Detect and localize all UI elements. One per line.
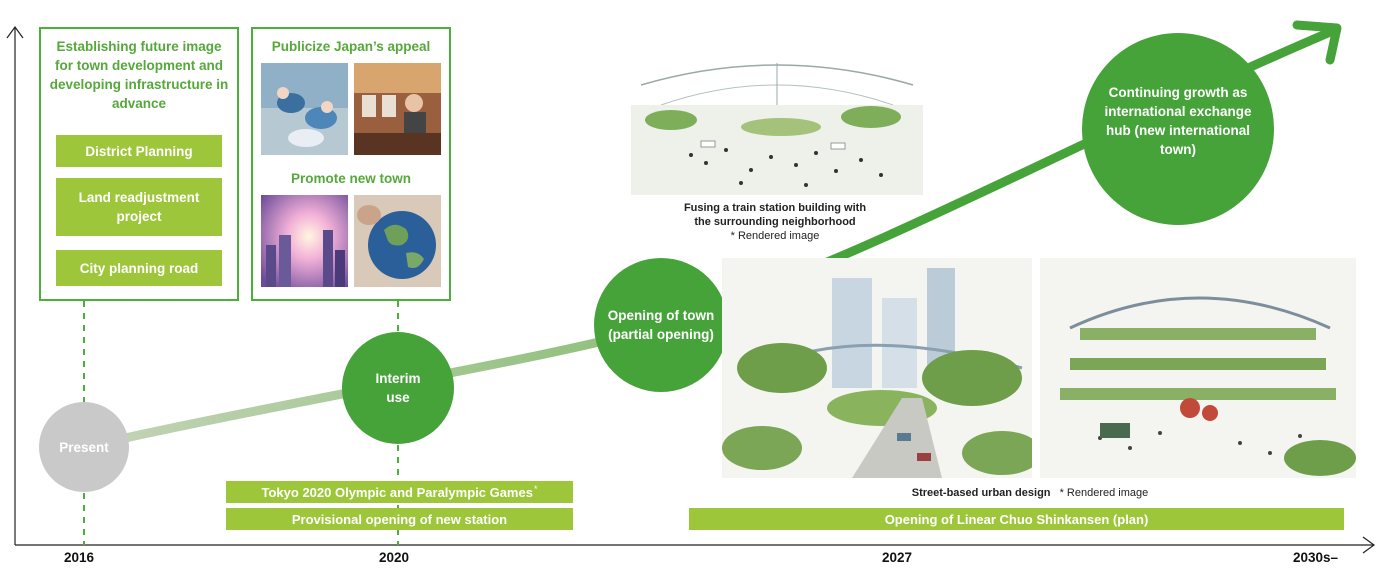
town-opening-label: Opening of town (partial opening) <box>607 308 715 342</box>
olympics-bar-mark: * <box>533 484 538 494</box>
land-readjustment-box: Land readjustment project <box>56 178 222 236</box>
year-2030s-label: 2030s– <box>1293 550 1339 565</box>
globe-photo <box>354 195 441 287</box>
olympics-bar-label: Tokyo 2020 Olympic and Paralympic Games <box>261 484 533 500</box>
y-axis-arrowhead <box>6 25 24 39</box>
station-fusion-caption-note: * Rendered image <box>730 230 820 242</box>
city-planning-road-box: City planning road <box>56 250 222 286</box>
year-2020-label: 2020 <box>379 550 410 565</box>
shinkansen-bar: Opening of Linear Chuo Shinkansen (plan) <box>689 508 1344 530</box>
infrastructure-panel: Establishing future image for town devel… <box>39 27 239 301</box>
station-fusion-caption-title: Fusing a train station building with the… <box>683 202 867 228</box>
olympics-bar: Tokyo 2020 Olympic and Paralympic Games* <box>226 481 573 503</box>
street-rendering-image-2 <box>1040 258 1356 478</box>
year-2027-label: 2027 <box>882 550 913 565</box>
interim-use-label: Interim use <box>375 371 421 405</box>
cafe-photo <box>354 63 441 155</box>
town-opening-circle: Opening of town (partial opening) <box>594 258 728 392</box>
present-circle: Present <box>39 402 129 492</box>
growth-hub-circle: Continuing growth as international excha… <box>1082 33 1274 225</box>
street-design-caption-title: Street-based urban design <box>911 487 1051 499</box>
promote-new-town-title: Promote new town <box>290 171 411 186</box>
station-rendering-image <box>631 45 923 195</box>
street-rendering-image-1 <box>722 258 1032 478</box>
x-axis-arrowhead <box>1362 536 1376 554</box>
appeal-panel: Publicize Japan’s appeal Promote new tow… <box>251 27 451 301</box>
appeal-panel-title: Publicize Japan’s appeal <box>271 39 431 54</box>
year-2016-label: 2016 <box>64 550 95 565</box>
station-fusion-caption: Fusing a train station building with the… <box>640 201 910 243</box>
growth-hub-label: Continuing growth as international excha… <box>1104 85 1252 157</box>
street-design-caption: Street-based urban design * Rendered ima… <box>880 486 1180 500</box>
interim-use-circle: Interim use <box>342 332 454 444</box>
growth-arrowhead <box>1292 20 1342 65</box>
athletes-photo <box>261 63 348 155</box>
street-design-caption-note: * Rendered image <box>1059 487 1149 499</box>
city-skyline-photo <box>261 195 348 287</box>
district-planning-box: District Planning <box>56 135 222 167</box>
infrastructure-panel-title: Establishing future image for town devel… <box>49 39 229 111</box>
new-station-bar: Provisional opening of new station <box>226 508 573 530</box>
